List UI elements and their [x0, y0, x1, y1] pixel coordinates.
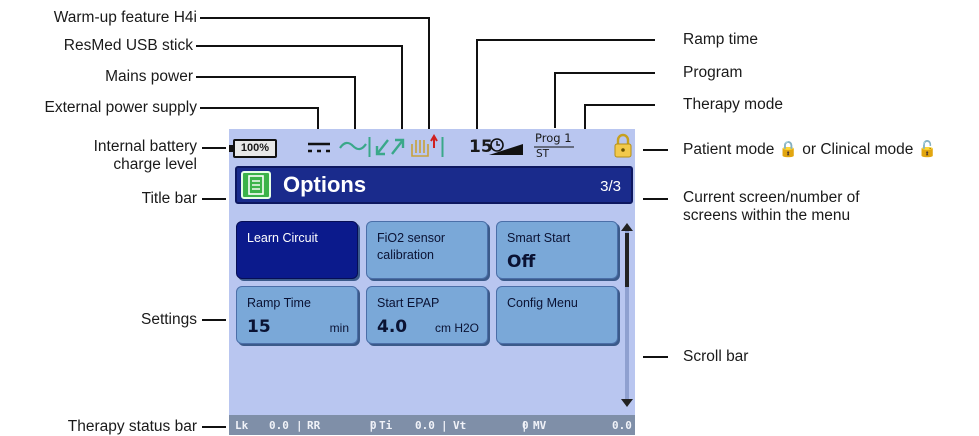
vt-label: Vt [453, 419, 467, 432]
therapy-status-bar-label: Therapy status bar [67, 418, 197, 435]
ramp-time-callout-line [476, 39, 655, 142]
mv-value: 0.0 [612, 419, 632, 432]
mains-callout-line [196, 76, 356, 142]
current-screen-label-line1: Current screen/number of [683, 189, 860, 206]
tile-label: Config Menu [507, 296, 578, 310]
separator-icon [441, 137, 444, 157]
tile-label: Ramp Time [247, 296, 311, 310]
lk-value: 0.0 [269, 419, 289, 432]
warm-up-icon [411, 134, 438, 157]
tile-ramp-time[interactable]: Ramp Time 15 min [236, 286, 358, 344]
mains-power-icon [339, 141, 367, 151]
therapy-mode-label: Therapy mode [683, 96, 783, 113]
program-callout-line [554, 72, 655, 128]
therapy-mode-callout-line [584, 104, 655, 137]
program-value: Prog 1 [535, 131, 572, 145]
status-bar: 100% 15 [229, 129, 635, 163]
tile-fio2-calibration[interactable]: FiO2 sensor calibration [366, 221, 488, 279]
device-screen: 100% 15 [229, 129, 635, 435]
program-divider [534, 146, 574, 148]
tile-config-menu[interactable]: Config Menu [496, 286, 618, 344]
rr-value: 0 [370, 419, 377, 432]
bar-separator: | [368, 419, 375, 432]
scroll-down-icon[interactable] [621, 399, 633, 407]
title-bar: Options 3/3 [235, 166, 633, 204]
scroll-bar-label: Scroll bar [683, 348, 749, 365]
scroll-track[interactable] [625, 231, 629, 399]
program-label: Program [683, 64, 743, 81]
vt-value: 0 [522, 419, 529, 432]
mains-label: Mains power [105, 68, 193, 85]
tile-value: 4.0 [377, 317, 408, 337]
screen-index: 3/3 [600, 178, 621, 195]
padlock-icon[interactable] [613, 133, 633, 159]
current-screen-label-line2: screens within the menu [683, 207, 851, 224]
tile-label: Start EPAP [377, 296, 440, 310]
tile-label: Learn Circuit [247, 231, 318, 245]
therapy-status-bar: Lk 0.0 | RR 0 | Ti 0.0 | Vt 0 | MV 0.0 [229, 415, 635, 435]
ti-value: 0.0 [415, 419, 435, 432]
external-power-label: External power supply [44, 99, 198, 116]
ti-label: Ti [379, 419, 393, 432]
screen-title: Options [283, 172, 367, 197]
tile-start-epap[interactable]: Start EPAP 4.0 cm H2O [366, 286, 488, 344]
bar-separator: | [296, 419, 303, 432]
tile-unit: min [329, 321, 349, 335]
bar-separator: | [441, 419, 448, 432]
usb-stick-icon [375, 138, 405, 156]
options-menu-icon [241, 171, 271, 199]
ramp-clock-icon [489, 138, 523, 155]
usb-label: ResMed USB stick [63, 37, 193, 54]
battery-label-line1: Internal battery [93, 138, 197, 155]
tile-value: 15 [247, 317, 271, 337]
tile-smart-start[interactable]: Smart Start Off [496, 221, 618, 279]
mv-label: MV [533, 419, 547, 432]
battery-indicator: 100% [229, 139, 277, 158]
separator-icon [368, 137, 371, 157]
therapy-mode-value: ST [536, 148, 550, 160]
warm-up-callout-line [200, 17, 430, 142]
title-bar-label: Title bar [141, 190, 197, 207]
warm-up-label: Warm-up feature H4i [53, 9, 197, 26]
settings-panel-icon [248, 175, 264, 195]
scroll-up-icon[interactable] [621, 223, 633, 231]
rr-label: RR [307, 419, 321, 432]
tile-learn-circuit[interactable]: Learn Circuit [236, 221, 358, 279]
tile-label: FiO2 sensor calibration [377, 231, 446, 262]
tile-value: Off [507, 252, 536, 272]
bar-separator: | [521, 419, 528, 432]
lk-label: Lk [235, 419, 249, 432]
tile-label: Smart Start [507, 231, 571, 245]
settings-label: Settings [140, 311, 197, 328]
battery-label-line2: charge level [113, 156, 197, 173]
tile-unit: cm H2O [434, 321, 479, 335]
scroll-thumb[interactable] [625, 233, 629, 287]
patient-mode-label: Patient mode 🔒 or Clinical mode 🔓 [683, 141, 937, 158]
ramp-time-label: Ramp time [683, 31, 758, 48]
usb-callout-line [196, 45, 403, 142]
ramp-value: 15 [469, 137, 493, 157]
dc-power-icon [308, 142, 330, 153]
